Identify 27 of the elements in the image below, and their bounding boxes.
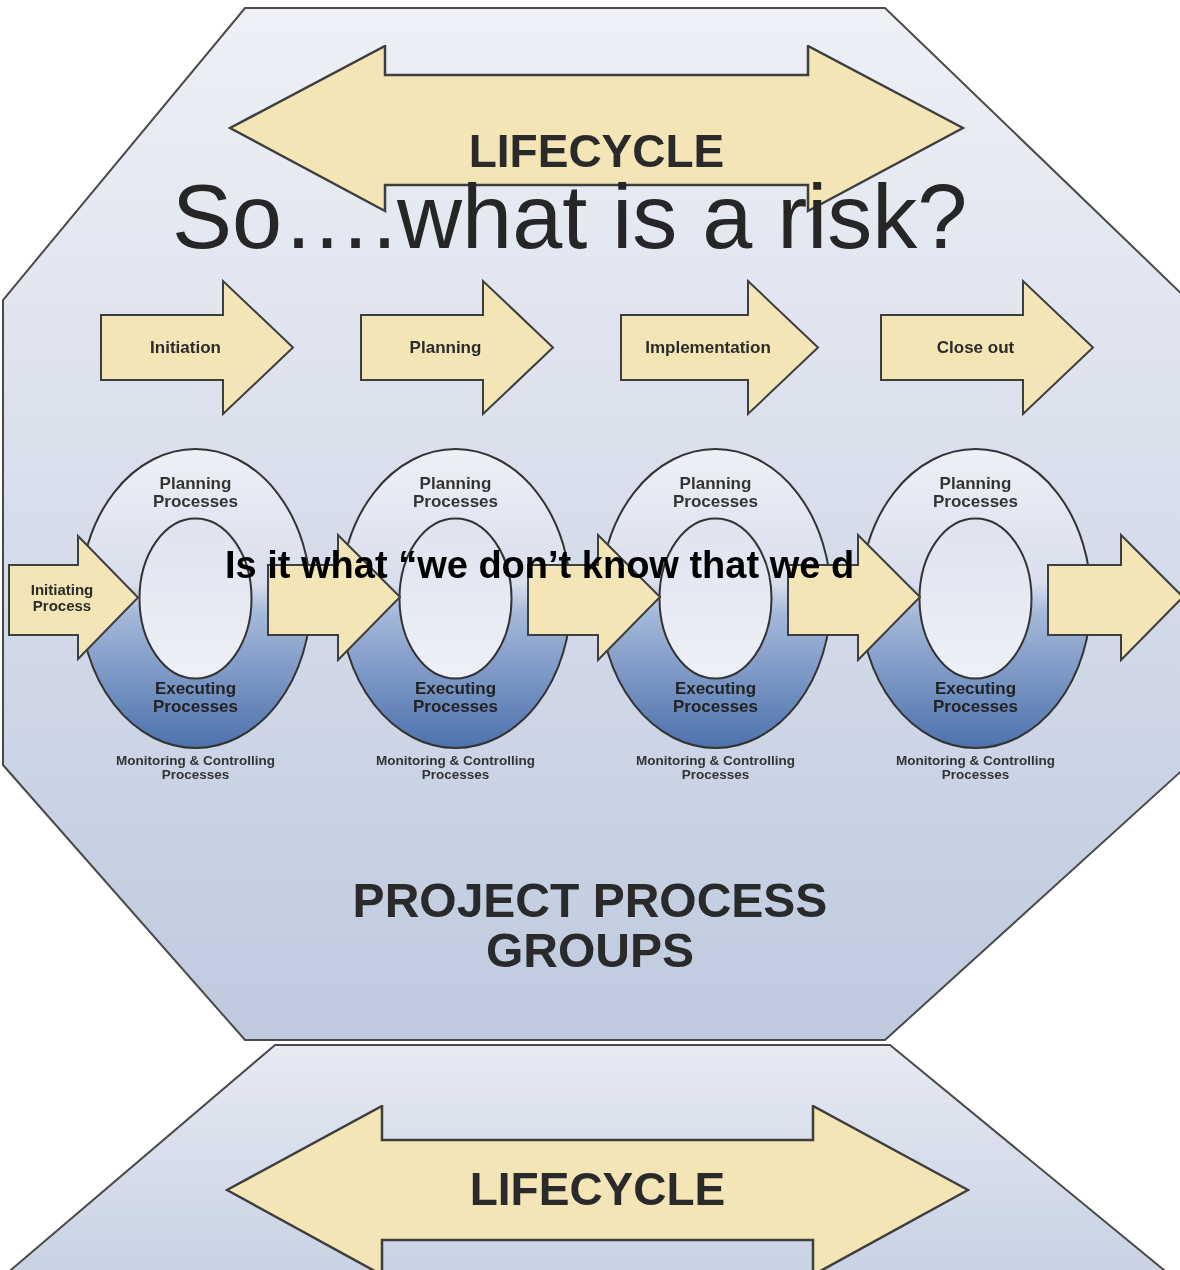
arrow-label: Planning	[408, 336, 483, 359]
ring-caption: Monitoring & Controlling Processes	[115, 754, 276, 783]
ring-label: Planning Processes	[411, 475, 500, 511]
arrow-label: Initiating Process	[29, 579, 95, 616]
arrow-label: Initiation	[149, 336, 222, 359]
ring-label: Executing Processes	[931, 680, 1020, 716]
block-arrow	[8, 535, 140, 660]
block-arrow	[360, 280, 555, 415]
ring-label: Planning Processes	[931, 475, 1020, 511]
arrow-label: Implementation	[644, 336, 772, 359]
panel-title: PROJECT PROCESS GROUPS	[351, 876, 829, 977]
ring-label: Planning Processes	[151, 475, 240, 511]
arrow-label: Close out	[935, 336, 1016, 359]
arrow-label: LIFECYCLE	[468, 1165, 727, 1214]
block-arrow	[100, 280, 295, 415]
double-arrow	[225, 1105, 970, 1270]
ring-label: Executing Processes	[411, 680, 500, 716]
block-arrow	[880, 280, 1095, 415]
ring-caption: Monitoring & Controlling Processes	[375, 754, 536, 783]
ring-label: Planning Processes	[671, 475, 760, 511]
block-arrow	[1047, 532, 1180, 663]
block-arrow	[787, 532, 922, 663]
ring-label: Executing Processes	[151, 680, 240, 716]
ring-caption: Monitoring & Controlling Processes	[895, 754, 1056, 783]
ring-label: Executing Processes	[671, 680, 760, 716]
block-arrow	[620, 280, 820, 415]
ring-caption: Monitoring & Controlling Processes	[635, 754, 796, 783]
